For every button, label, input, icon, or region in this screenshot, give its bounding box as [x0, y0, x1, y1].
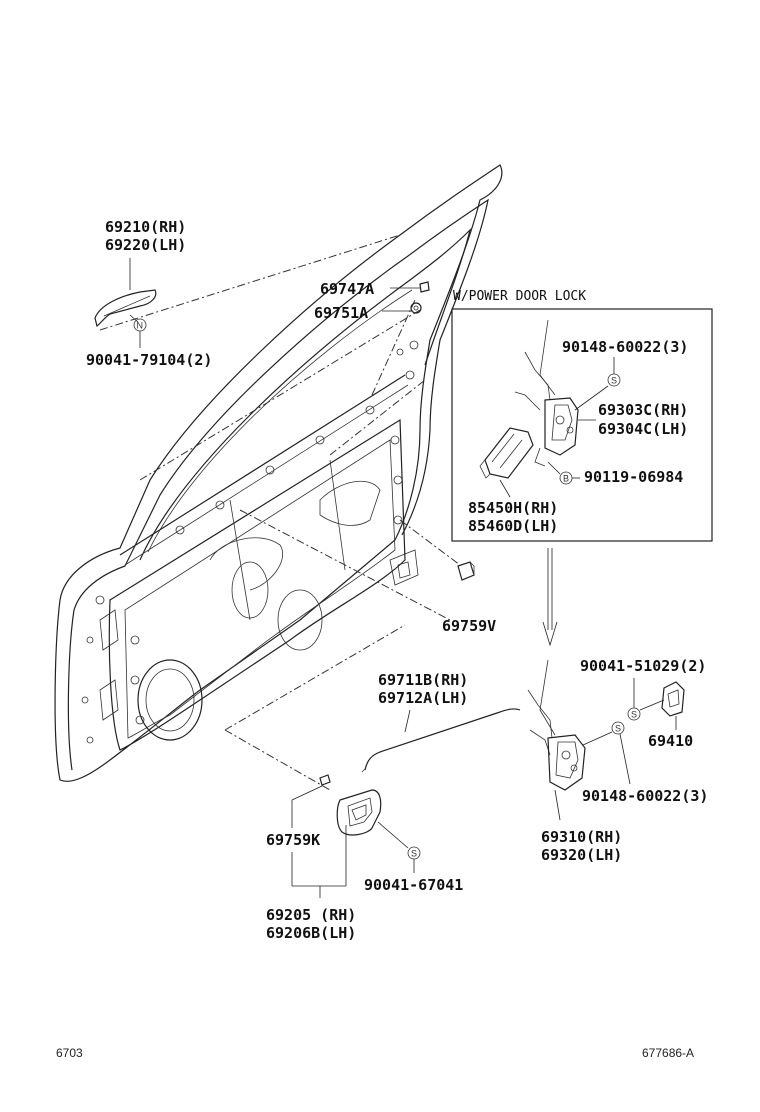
diagram-code: 677686-A	[642, 1046, 694, 1060]
label-69759v: 69759V	[442, 617, 496, 635]
label-69711b: 69711B(RH)	[378, 671, 468, 689]
screw-lock-s-symbol	[611, 721, 625, 735]
cap-69759k	[319, 774, 331, 786]
grommet-69751a	[410, 302, 422, 314]
label-90148-60022-box: 90148-60022(3)	[562, 338, 688, 356]
door-lock-assembly-group: 69310(RH) 69320(LH) S 90148-60022(3)	[527, 659, 708, 864]
label-power-door-lock: W/POWER DOOR LOCK	[453, 289, 586, 304]
label-69206b: 69206B(LH)	[266, 924, 356, 942]
page-number: 6703	[56, 1046, 83, 1060]
label-90119-06984: 90119-06984	[584, 468, 683, 486]
label-90041-51029: 90041-51029(2)	[580, 657, 706, 675]
label-69759k: 69759K	[266, 831, 320, 849]
door-lock-actuator-box	[544, 397, 579, 456]
svg-text:S: S	[631, 710, 637, 720]
striker-group: 90041-51029(2) S 69410	[580, 657, 706, 750]
inside-handle-group: 69759K S 90041-67041 69205 (RH) 69206B(L…	[266, 774, 463, 942]
label-90041-67041: 90041-67041	[364, 876, 463, 894]
svg-text:N: N	[137, 321, 144, 331]
clip-69747a	[419, 281, 430, 293]
label-69205: 69205 (RH)	[266, 906, 356, 924]
svg-text:B: B	[563, 474, 569, 484]
outside-handle-group: 69210(RH) 69220(LH) N 90041-79104(2)	[86, 218, 212, 369]
inside-handle	[336, 789, 382, 836]
door-panel	[54, 164, 503, 782]
lock-rod	[364, 708, 521, 771]
label-69410: 69410	[648, 732, 693, 750]
svg-text:S: S	[411, 849, 417, 859]
label-90148-60022: 90148-60022(3)	[582, 787, 708, 805]
block-69759v	[457, 561, 475, 581]
label-69747a: 69747A	[320, 280, 374, 298]
phantom-lines	[99, 234, 461, 791]
label-85450h: 85450H(RH)	[468, 499, 558, 517]
striker-69410	[661, 681, 685, 717]
label-69320: 69320(LH)	[541, 846, 622, 864]
part-69759v-group: 69759V	[442, 561, 496, 635]
label-69220: 69220(LH)	[105, 236, 186, 254]
label-69210: 69210(RH)	[105, 218, 186, 236]
transition-arrow	[542, 548, 558, 647]
power-door-lock-box: W/POWER DOOR LOCK S 90148-60022(3) 69303…	[451, 289, 713, 542]
label-69310: 69310(RH)	[541, 828, 622, 846]
svg-text:S: S	[611, 376, 617, 386]
label-69303c: 69303C(RH)	[598, 401, 688, 419]
label-69304c: 69304C(LH)	[598, 420, 688, 438]
svg-text:S: S	[615, 724, 621, 734]
label-90041-79104: 90041-79104(2)	[86, 351, 212, 369]
door-lock-motor	[484, 427, 534, 479]
label-69751a: 69751A	[314, 304, 368, 322]
clip-group: 69747A 69751A	[314, 280, 430, 322]
label-85460d: 85460D(LH)	[468, 517, 558, 535]
outside-handle	[94, 289, 157, 327]
door-lock-assembly	[547, 734, 586, 791]
footer: 6703 677686-A	[56, 1046, 694, 1060]
label-69712a: 69712A(LH)	[378, 689, 468, 707]
rod-group: 69711B(RH) 69712A(LH)	[361, 671, 521, 773]
screw-striker-s-symbol	[627, 707, 641, 721]
